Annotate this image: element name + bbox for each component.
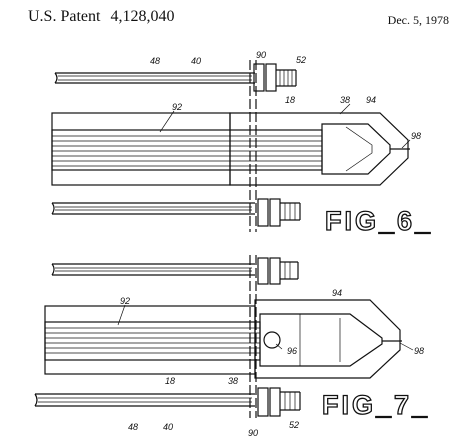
- fig7-plate: [249, 255, 257, 418]
- figure-7: 92 94 96 98 18 38 48 40 90 52 FIG_7_: [34, 255, 430, 438]
- fig6-nozzle: [229, 112, 410, 186]
- fig7-ref-98: 98: [414, 346, 424, 356]
- patent-number: 4,128,040: [110, 8, 175, 25]
- fig6-upper-rod: [54, 72, 255, 84]
- fig7-nozzle: [254, 299, 402, 379]
- fig6-ref-90: 90: [256, 50, 266, 60]
- fig6-lower-rod: [51, 198, 301, 227]
- fig7-ref-52: 52: [289, 420, 299, 430]
- fig7-ref-48: 48: [128, 422, 138, 432]
- fig7-ref-38: 38: [228, 376, 238, 386]
- fig7-ref-40: 40: [163, 422, 173, 432]
- fig7-upper-rod: [51, 257, 299, 285]
- figure-6: 48 40 90 52 92 18 38 94 98 FIG_6_: [51, 50, 433, 237]
- patent-date: Dec. 5, 1978: [387, 13, 449, 27]
- fig6-fiber-bundle: [51, 112, 323, 186]
- patent-label: U.S. Patent: [28, 8, 101, 25]
- fig6-ref-48: 48: [150, 56, 160, 66]
- patent-header: U.S. Patent 4,128,040: [28, 8, 174, 26]
- fig6-ref-18: 18: [285, 95, 295, 105]
- fig7-lower-rod: [34, 387, 301, 417]
- fig6-ref-52: 52: [296, 55, 306, 65]
- fig6-label: FIG_6_: [325, 206, 433, 236]
- fig7-ref-18: 18: [165, 376, 175, 386]
- fig7-ref-92: 92: [120, 296, 130, 306]
- fig6-ref-98: 98: [411, 131, 421, 141]
- fig6-ref-92: 92: [172, 102, 182, 112]
- fig7-ref-96: 96: [287, 346, 297, 356]
- fig6-ref-38: 38: [340, 95, 350, 105]
- fig6-ref-40: 40: [191, 56, 201, 66]
- fig7-fiber-bundle: [44, 305, 261, 375]
- fig6-ref-94: 94: [366, 95, 376, 105]
- fig6-upper-nut: [253, 63, 297, 92]
- fig7-label: FIG_7_: [322, 390, 430, 420]
- fig7-ref-90: 90: [248, 428, 258, 438]
- fig7-ref-94: 94: [332, 288, 342, 298]
